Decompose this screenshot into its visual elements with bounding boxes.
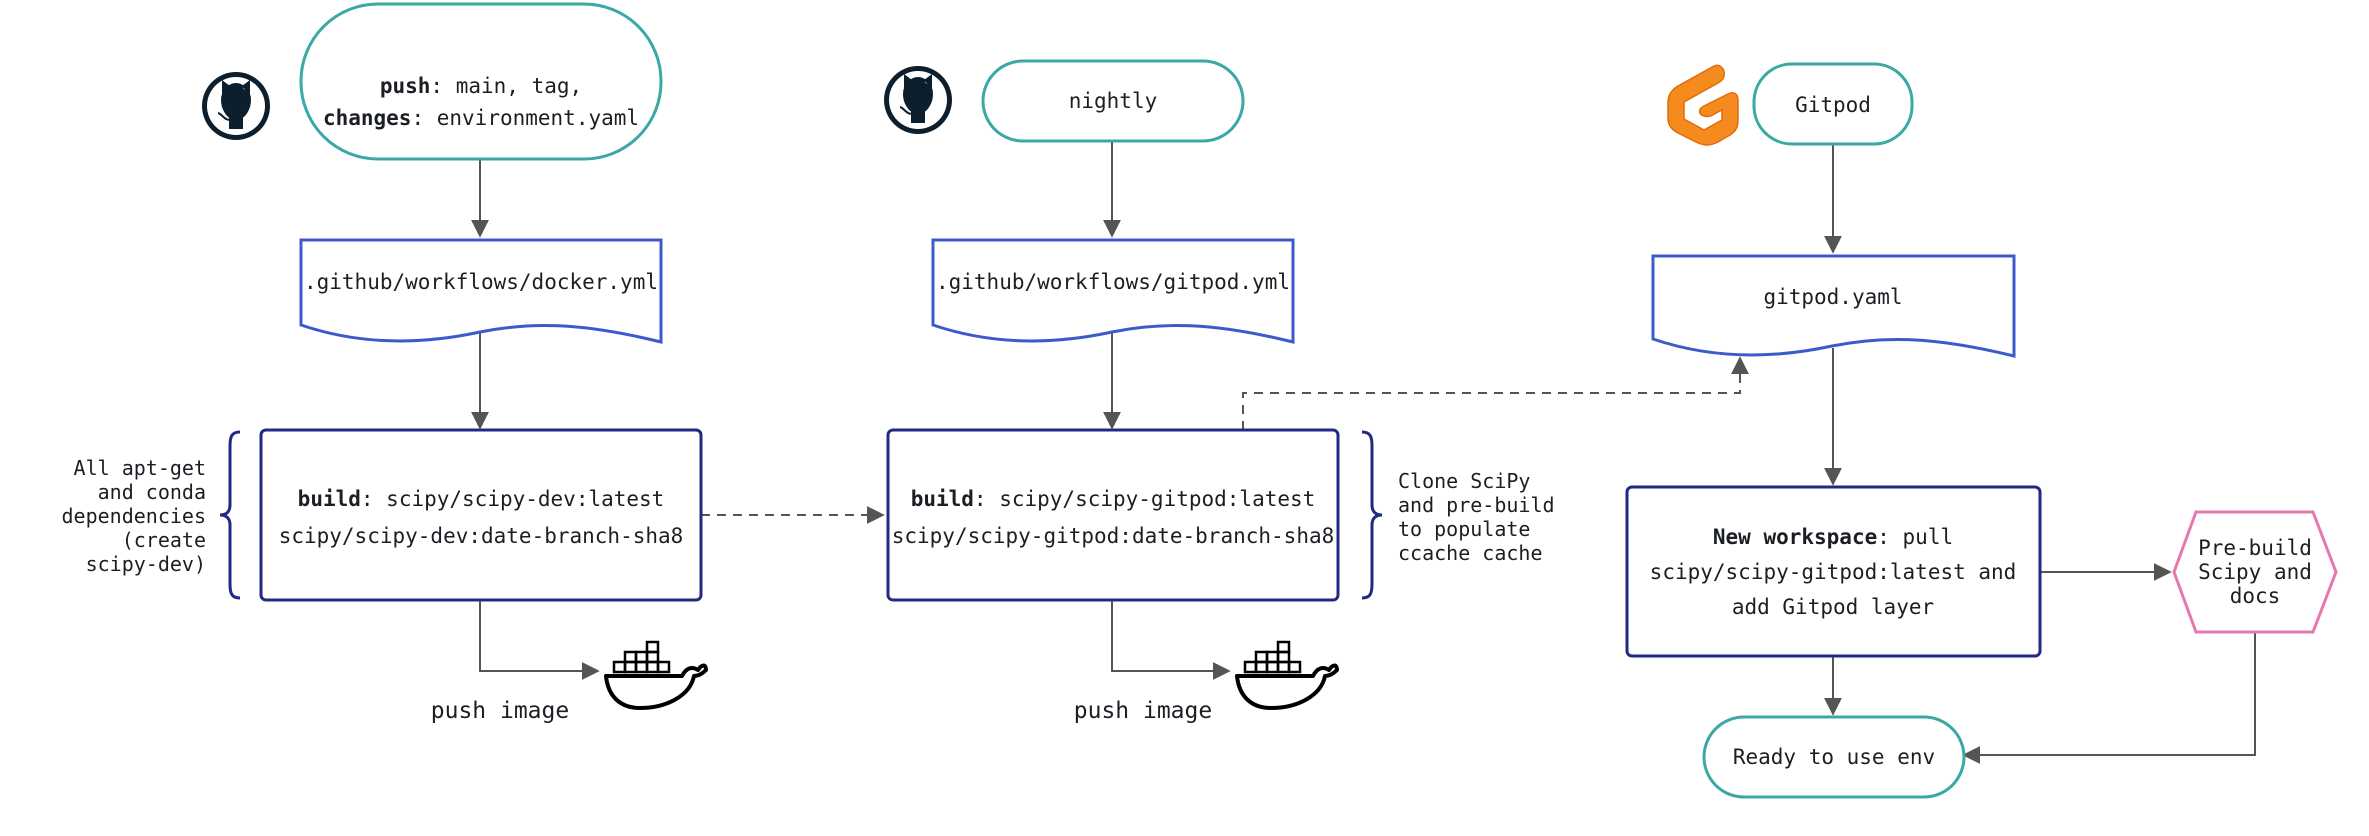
build-dev-node: build: scipy/scipy-dev:latest scipy/scip… [259,428,703,602]
annotation-dependencies-line3: dependencies [62,504,207,528]
trigger-push-line2: changes: environment.yaml [323,106,639,130]
annotation-dependencies-line1: All apt-get [74,456,206,480]
ready-label: Ready to use env [1733,745,1935,769]
trigger-nightly-label: nightly [1069,89,1158,113]
workflow-gitpod-node: .github/workflows/gitpod.yml [931,238,1295,344]
prebuild-line2: Scipy and [2198,560,2312,584]
annotation-clone-line3: to populate [1398,517,1530,541]
build-gitpod-line1: build: scipy/scipy-gitpod:latest [911,487,1316,511]
workspace-keyword: New workspace [1713,525,1877,549]
push-image-label-1: push image [431,698,569,724]
ready-node: Ready to use env [1702,715,1966,799]
workflow-docker-label: .github/workflows/docker.yml [304,270,658,294]
gitpod-yaml-label: gitpod.yaml [1763,285,1902,309]
workflow-gitpod-label: .github/workflows/gitpod.yml [936,270,1290,294]
build-gitpod-line2: scipy/scipy-gitpod:date-branch-sha8 [892,524,1335,548]
connectors [471,141,2256,764]
workspace-line2: scipy/scipy-gitpod:latest and [1650,560,2017,584]
trigger-push-branches: : main, tag, [430,74,582,98]
arrow-build1-to-docker1 [479,600,600,680]
gitpod-yaml-node: gitpod.yaml [1651,254,2016,358]
build-dev-line1: build: scipy/scipy-dev:latest [298,487,665,511]
trigger-changes-file: : environment.yaml [411,106,639,130]
build-gitpod-tag-latest: : scipy/scipy-gitpod:latest [974,487,1315,511]
docker-icon [604,640,708,710]
workspace-node: New workspace: pull scipy/scipy-gitpod:l… [1625,485,2042,658]
trigger-gitpod-node: Gitpod [1752,62,1914,146]
build-gitpod-node: build: scipy/scipy-gitpod:latest scipy/s… [886,428,1340,602]
annotation-clone-line2: and pre-build [1398,493,1555,517]
build-dev-line2: scipy/scipy-dev:date-branch-sha8 [279,524,684,548]
build-gitpod-keyword: build [911,487,974,511]
brace-left [219,430,241,600]
annotation-clone-line4: ccache cache [1398,541,1543,565]
annotation-clone-line1: Clone SciPy [1398,469,1530,493]
brace-right [1361,430,1383,600]
annotation-dependencies-line5: scipy-dev) [86,552,206,576]
trigger-gitpod-label: Gitpod [1795,93,1871,117]
docker-icon [1235,640,1339,710]
prebuild-node: Pre-build Scipy and docs [2172,510,2338,634]
annotation-dependencies-line4: (create [122,528,206,552]
workspace-pull: : pull [1877,525,1953,549]
workspace-line3: add Gitpod layer [1732,595,1934,619]
build-dev-keyword: build [298,487,361,511]
annotation-dependencies-line2: and conda [98,480,206,504]
column-docker: push: main, tag, changes: environment.ya… [62,2,708,724]
trigger-push-keyword: push [380,74,431,98]
trigger-push-node: push: main, tag, changes: environment.ya… [299,2,663,161]
arrow-prebuild-to-ready [1962,630,2256,764]
column-gitpod-build: nightly .github/workflows/gitpod.yml bui… [884,59,1555,724]
trigger-nightly-node: nightly [981,59,1245,143]
arrow-build2-to-gitpodyaml-dashed [1242,356,1749,430]
annotation-dependencies: All apt-get and conda dependencies (crea… [62,456,207,576]
trigger-push-line1: push: main, tag, [380,74,582,98]
gitpod-icon [1667,64,1739,146]
arrow-build2-to-docker2 [1111,600,1231,680]
push-image-label-2: push image [1074,698,1212,724]
github-icon [202,72,270,140]
workspace-line1: New workspace: pull [1713,525,1953,549]
column-gitpod-workspace: Gitpod gitpod.yaml New workspace: pull s… [1625,62,2338,799]
build-dev-tag-latest: : scipy/scipy-dev:latest [361,487,664,511]
workflow-docker-node: .github/workflows/docker.yml [299,238,663,344]
prebuild-line1: Pre-build [2198,536,2312,560]
trigger-changes-keyword: changes [323,106,412,130]
annotation-clone: Clone SciPy and pre-build to populate cc… [1398,469,1555,565]
prebuild-line3: docs [2230,584,2281,608]
github-icon [884,66,952,134]
